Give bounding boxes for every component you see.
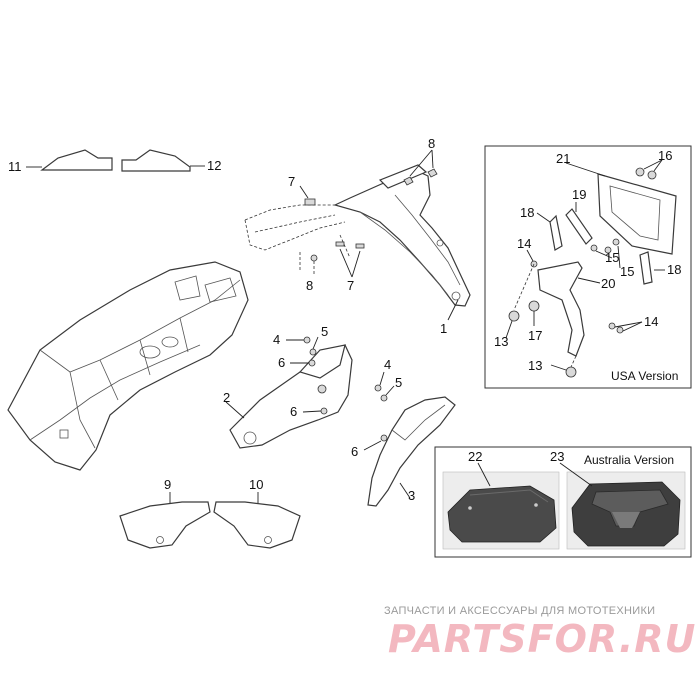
callout-3: 3: [408, 488, 415, 503]
callout-7b: 7: [347, 278, 354, 293]
callout-20: 20: [601, 276, 615, 291]
callout-21: 21: [556, 151, 570, 166]
callout-18b: 18: [667, 262, 681, 277]
callout-6a: 6: [278, 355, 285, 370]
fasteners-part-3: 4 5 6: [351, 357, 402, 459]
callout-11: 11: [8, 159, 22, 174]
callout-15b: 15: [620, 264, 634, 279]
fastener-8-top: 8: [403, 136, 438, 186]
callout-4b: 4: [384, 357, 391, 372]
callout-23: 23: [550, 449, 564, 464]
callout-16: 16: [658, 148, 672, 163]
australia-version-box: Australia Version 22 23: [434, 446, 692, 558]
callout-12: 12: [207, 158, 221, 173]
callout-1: 1: [440, 321, 447, 336]
rear-frame: [7, 261, 249, 471]
callout-8b: 8: [306, 278, 313, 293]
callout-6c: 6: [351, 444, 358, 459]
callout-13b: 13: [528, 358, 542, 373]
callout-18a: 18: [520, 205, 534, 220]
part-1: 1: [244, 164, 471, 336]
callout-2: 2: [223, 390, 230, 405]
callout-9: 9: [164, 477, 171, 492]
callout-4a: 4: [273, 332, 280, 347]
part-9: 9: [119, 477, 211, 549]
watermark-logo: PARTSFOR.RU: [388, 617, 697, 661]
part-12: 12: [121, 149, 221, 173]
callout-22: 22: [468, 449, 482, 464]
australia-version-title: Australia Version: [584, 453, 674, 467]
callout-6b: 6: [290, 404, 297, 419]
fasteners-part-2: 4 5 6 6: [273, 324, 328, 419]
watermark-tagline: ЗАПЧАСТИ И АКСЕССУАРЫ ДЛЯ МОТОТЕХНИКИ: [384, 605, 656, 617]
callout-8a: 8: [428, 136, 435, 151]
part-3: 3: [367, 396, 456, 507]
callout-10: 10: [249, 477, 263, 492]
callout-14b: 14: [644, 314, 658, 329]
callout-7a: 7: [288, 174, 295, 189]
callout-17: 17: [528, 328, 542, 343]
part-11: 11: [8, 149, 113, 174]
usa-version-title: USA Version: [611, 369, 678, 383]
fastener-7-bottom: 7: [335, 241, 365, 293]
callout-19: 19: [572, 187, 586, 202]
callout-5a: 5: [321, 324, 328, 339]
fastener-7-top: 7: [288, 174, 316, 206]
part-2: 2: [223, 344, 353, 449]
callout-14a: 14: [517, 236, 531, 251]
part-10: 10: [213, 477, 301, 549]
callout-13a: 13: [494, 334, 508, 349]
fastener-8-bottom: 8: [306, 254, 318, 293]
usa-version-box: USA Version 21 16 19 18 18 15 15: [484, 145, 692, 389]
callout-15a: 15: [605, 250, 619, 265]
callout-5b: 5: [395, 375, 402, 390]
